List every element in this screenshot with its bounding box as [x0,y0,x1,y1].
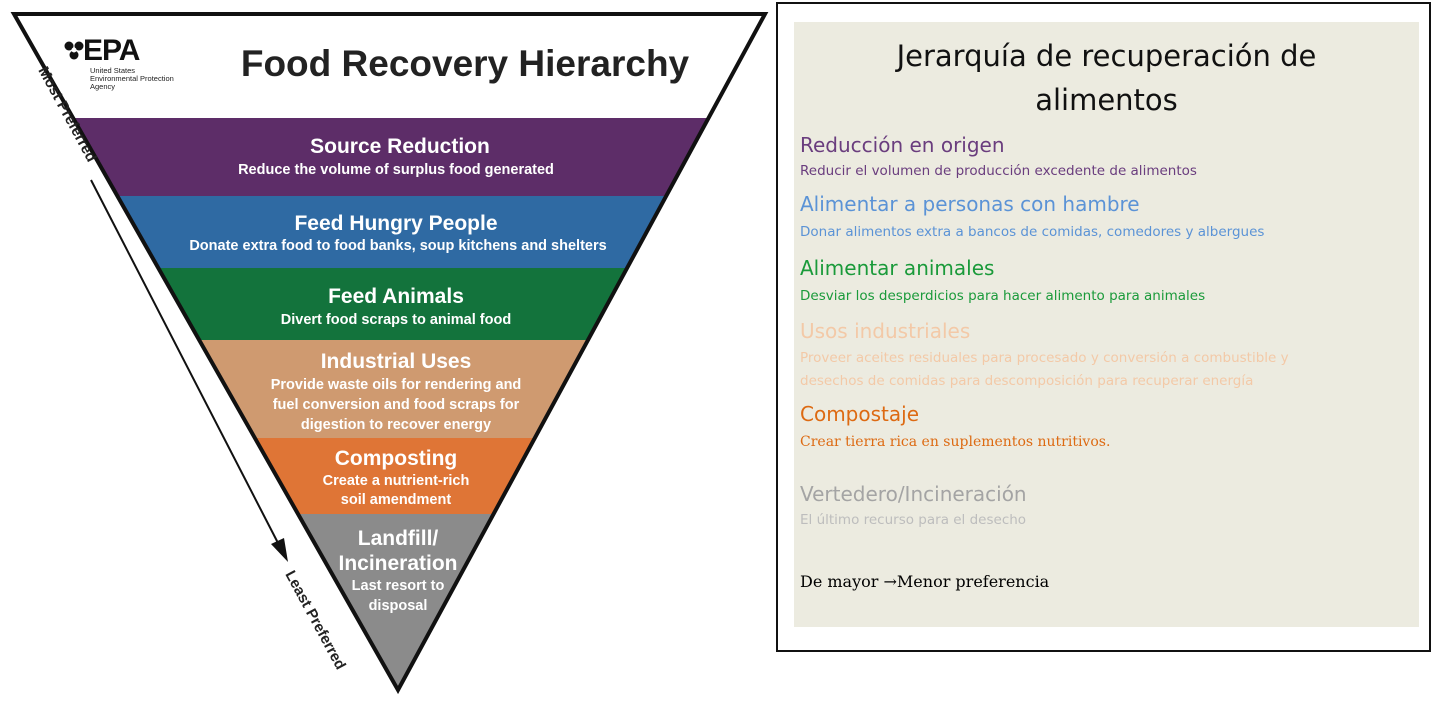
industrial-uses-desc-2: fuel conversion and food scraps for [273,397,520,413]
epa-flower-icon [64,41,84,60]
es-landfill-heading: Vertedero/Incineración [800,482,1027,506]
es-composting-desc: Crear tierra rica en suplementos nutriti… [800,434,1111,450]
source-reduction-title: Source Reduction [310,135,490,158]
landfill-title-1: Landfill/ [358,527,439,550]
landfill-title-2: Incineration [338,552,457,575]
epa-logo: EPA United States Environmental Protecti… [64,34,174,91]
source-reduction-desc: Reduce the volume of surplus food genera… [238,162,554,178]
landfill-desc-1: Last resort to [352,578,445,594]
es-composting-heading: Compostaje [800,402,919,426]
feed-animals-desc: Divert food scraps to animal food [281,312,511,328]
landfill-desc-2: disposal [369,598,428,614]
band-source-reduction [14,118,765,196]
spanish-title-line-2: alimentos [1035,83,1178,117]
preference-arrow-line [90,179,279,544]
food-recovery-pyramid: EPA United States Environmental Protecti… [10,12,769,695]
preference-arrow-head-icon [271,538,288,562]
spanish-hierarchy-content: Jerarquía de recuperación de alimentos R… [794,22,1419,627]
pyramid-graphic: EPA United States Environmental Protecti… [10,12,769,695]
composting-desc-2: soil amendment [341,492,452,508]
composting-title: Composting [335,447,457,470]
industrial-uses-title: Industrial Uses [321,350,472,373]
feed-hungry-title: Feed Hungry People [294,212,497,235]
feed-animals-title: Feed Animals [328,285,464,308]
es-source-reduction-heading: Reducción en origen [800,133,1005,157]
es-industrial-heading: Usos industriales [800,319,971,343]
es-feed-hungry-desc: Donar alimentos extra a bancos de comida… [800,224,1265,240]
es-source-reduction-desc: Reducir el volumen de producción exceden… [800,163,1197,179]
epa-logo-text: EPA [83,34,140,67]
es-industrial-desc-1: Proveer aceites residuales para procesad… [800,350,1289,366]
pyramid-title: Food Recovery Hierarchy [241,43,690,84]
es-industrial-desc-2: desechos de comidas para descomposición … [800,373,1254,389]
pyramid-outline [10,12,769,695]
agency-line-1: United States [90,66,135,75]
preference-footer: De mayor →Menor preferencia [800,572,1050,591]
feed-hungry-desc: Donate extra food to food banks, soup ki… [189,238,606,254]
agency-line-3: Agency [90,82,115,91]
es-landfill-desc: El último recurso para el desecho [800,512,1027,528]
composting-desc-1: Create a nutrient-rich [323,473,470,489]
industrial-uses-desc-1: Provide waste oils for rendering and [271,377,522,393]
spanish-hierarchy-panel: Jerarquía de recuperación de alimentos R… [776,2,1431,652]
spanish-title-line-1: Jerarquía de recuperación de [896,39,1317,73]
es-feed-hungry-heading: Alimentar a personas con hambre [800,192,1140,216]
es-feed-animals-desc: Desviar los desperdicios para hacer alim… [800,288,1206,304]
es-feed-animals-heading: Alimentar animales [800,256,995,280]
industrial-uses-desc-3: digestion to recover energy [301,417,491,433]
agency-line-2: Environmental Protection [90,74,174,83]
title-band [14,14,765,118]
